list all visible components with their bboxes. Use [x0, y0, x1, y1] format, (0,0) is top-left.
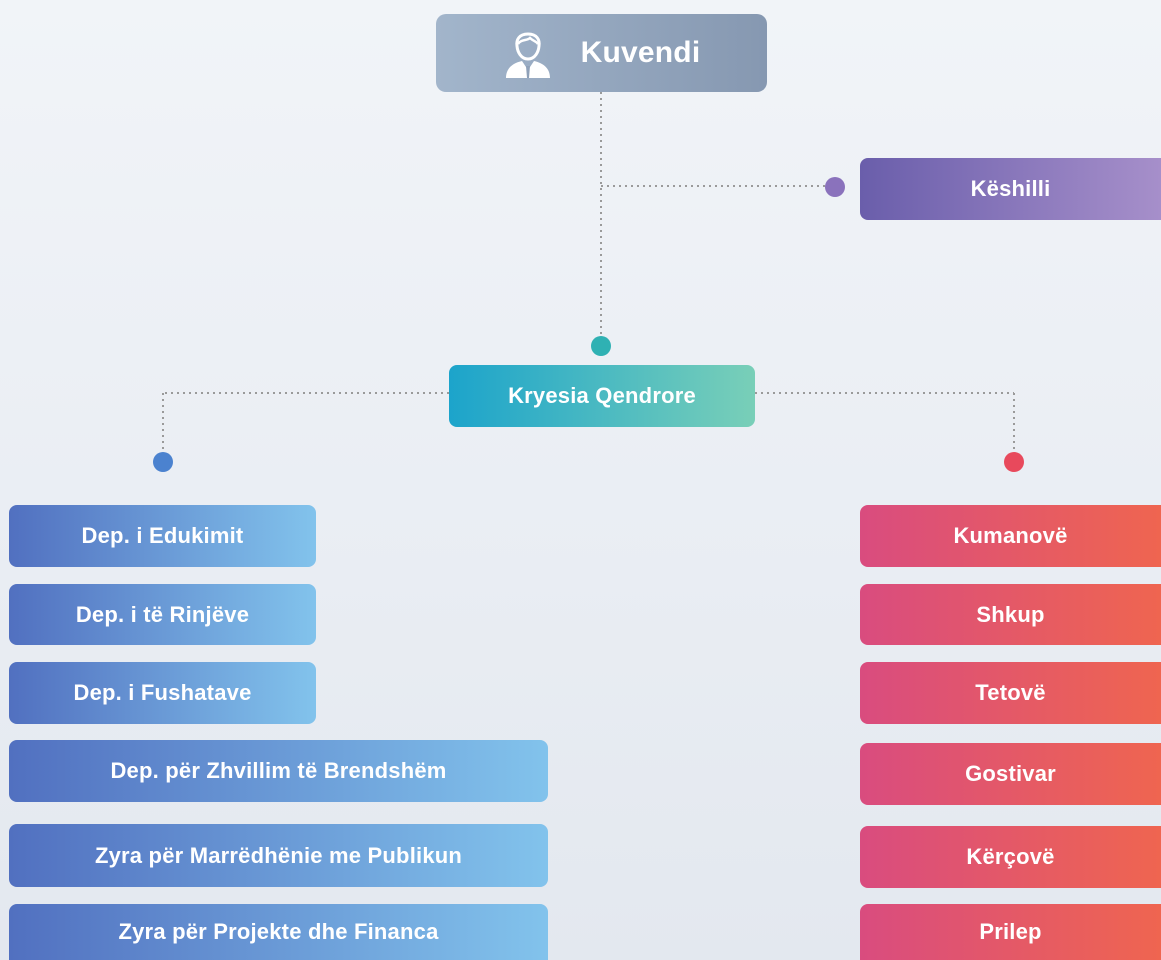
- branch-node[interactable]: Tetovë: [860, 662, 1161, 724]
- root-node[interactable]: Kuvendi: [436, 14, 767, 92]
- branch-node[interactable]: Kumanovë: [860, 505, 1161, 567]
- branch-label: Kumanovë: [953, 523, 1068, 548]
- branch-node[interactable]: Gostivar: [860, 743, 1161, 805]
- branch-label: Prilep: [979, 919, 1042, 944]
- branches-connector-dot: [1004, 452, 1024, 472]
- person-icon: [503, 26, 553, 80]
- root-label: Kuvendi: [580, 36, 701, 69]
- department-label: Zyra për Projekte dhe Financa: [118, 919, 439, 944]
- department-node[interactable]: Dep. i Fushatave: [9, 662, 316, 724]
- department-label: Dep. i Edukimit: [81, 523, 244, 548]
- council-node[interactable]: Këshilli: [860, 158, 1161, 220]
- central-connector-dot: [591, 336, 611, 356]
- branch-label: Kërçovë: [966, 844, 1055, 869]
- department-node[interactable]: Dep. i të Rinjëve: [9, 584, 316, 645]
- branch-node[interactable]: Shkup: [860, 584, 1161, 645]
- council-connector-dot: [825, 177, 845, 197]
- department-node[interactable]: Zyra për Marrëdhënie me Publikun: [9, 824, 548, 887]
- branch-node[interactable]: Kërçovë: [860, 826, 1161, 888]
- department-node[interactable]: Dep. i Edukimit: [9, 505, 316, 567]
- central-label: Kryesia Qendrore: [508, 383, 696, 408]
- branch-label: Tetovë: [975, 680, 1046, 705]
- department-label: Dep. i të Rinjëve: [75, 601, 250, 627]
- department-label: Zyra për Marrëdhënie me Publikun: [94, 842, 463, 868]
- department-label: Dep. i Fushatave: [73, 680, 252, 705]
- council-label: Këshilli: [970, 176, 1051, 201]
- department-node[interactable]: Dep. për Zhvillim të Brendshëm: [9, 740, 548, 802]
- branch-node[interactable]: Prilep: [860, 904, 1161, 960]
- department-label: Dep. për Zhvillim të Brendshëm: [110, 758, 447, 783]
- departments-connector-dot: [153, 452, 173, 472]
- central-node[interactable]: Kryesia Qendrore: [449, 365, 755, 427]
- branch-label: Shkup: [976, 601, 1045, 627]
- branch-label: Gostivar: [965, 761, 1056, 786]
- department-node[interactable]: Zyra për Projekte dhe Financa: [9, 904, 548, 960]
